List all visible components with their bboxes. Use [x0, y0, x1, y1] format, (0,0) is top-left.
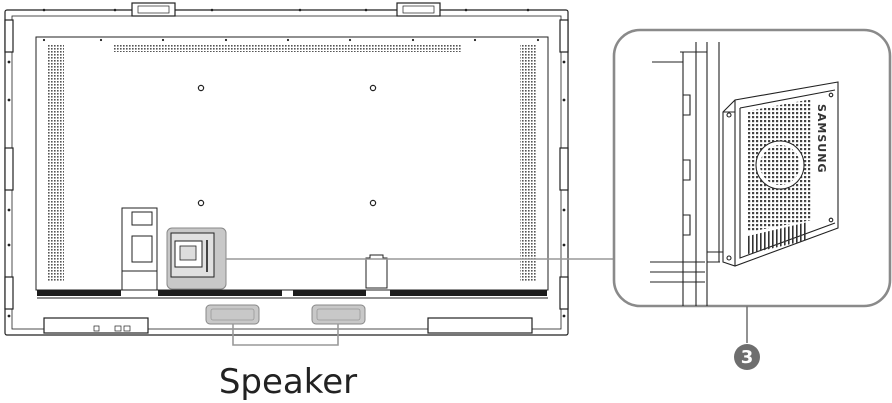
callout-badge: 3: [734, 344, 760, 370]
module-brand-text: SAMSUNG: [815, 104, 828, 173]
vesa-mount-holes: [197, 84, 377, 207]
detail-inset: SAMSUNG: [612, 28, 892, 308]
right-vent: [520, 44, 536, 282]
frame-screws: [7, 8, 566, 318]
side-bracket: [4, 147, 14, 191]
tv-inner-frame: [11, 15, 562, 330]
tv-outer-frame: [4, 9, 569, 336]
side-bracket: [559, 19, 569, 53]
top-vent: [114, 44, 462, 52]
callout-number: 3: [741, 347, 754, 368]
left-vent: [48, 44, 64, 282]
speaker-label: Speaker: [219, 362, 357, 402]
side-bracket: [559, 276, 569, 310]
module-highlight: [166, 227, 227, 290]
side-bracket: [4, 19, 14, 53]
tv-back-cover: [35, 36, 549, 291]
bottom-strip: [37, 290, 547, 296]
bottom-bracket-right: [427, 317, 533, 334]
connector-bracket: [121, 207, 158, 290]
module-mesh-top: [748, 99, 812, 144]
tv-rear-panel: [4, 2, 569, 336]
center-stub: [365, 254, 388, 289]
speaker-left: [205, 304, 260, 325]
speaker-right: [311, 304, 366, 325]
module-grille-slats: [748, 222, 808, 254]
bottom-bracket-left: [43, 317, 149, 334]
module-mesh-bot: [748, 200, 812, 232]
speaker-bracket-line: [232, 324, 339, 346]
side-bracket: [4, 276, 14, 310]
side-bracket: [559, 147, 569, 191]
